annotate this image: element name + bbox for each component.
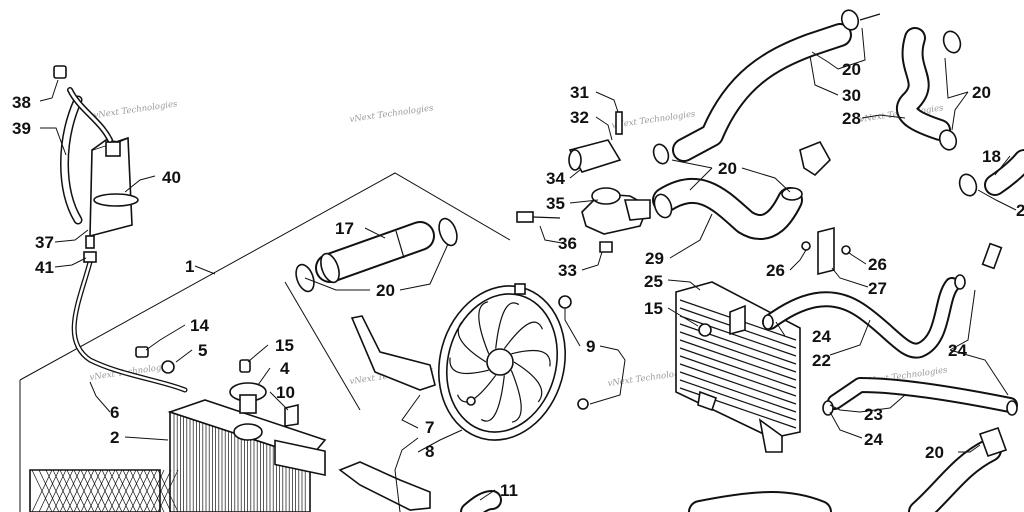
hose-17 (295, 217, 458, 293)
callout-7: 7 (425, 418, 434, 437)
fan-assembly (338, 283, 589, 511)
callout-40: 40 (162, 168, 181, 187)
callout-37: 37 (35, 233, 54, 252)
callout-17: 17 (335, 219, 354, 238)
callout-20-left: 20 (376, 281, 395, 300)
callout-36: 36 (558, 234, 577, 253)
callout-41: 41 (35, 258, 54, 277)
hose-22 (762, 242, 1003, 359)
callout-11: 11 (500, 481, 518, 500)
callout-24-upper: 24 (812, 327, 831, 346)
callout-2-right: 2 (1016, 201, 1024, 220)
radiator (29, 399, 327, 512)
callout-20-bottom: 20 (925, 443, 944, 462)
hose-11 (460, 490, 502, 512)
callout-14: 14 (190, 316, 209, 335)
callout-9: 9 (586, 337, 595, 356)
callout-33: 33 (558, 261, 577, 280)
callout-2: 2 (110, 428, 119, 447)
hose-20-bottom (688, 426, 1008, 512)
callout-32: 32 (570, 108, 589, 127)
hose-30 (672, 9, 881, 162)
callout-15-left: 15 (275, 336, 294, 355)
radiator-cap (229, 359, 299, 441)
callout-labels: 38 39 40 37 41 1 17 20 14 5 15 4 10 6 2 … (12, 60, 1024, 500)
callout-4: 4 (280, 359, 290, 378)
callout-31: 31 (570, 83, 589, 102)
callout-29: 29 (645, 249, 664, 268)
callout-26-left: 26 (766, 261, 785, 280)
callout-1: 1 (185, 257, 194, 276)
hose-28 (896, 27, 962, 151)
callout-34: 34 (546, 169, 565, 188)
hose-23 (822, 377, 1018, 416)
cap-icon (53, 65, 67, 79)
callout-30: 30 (842, 86, 861, 105)
callout-35: 35 (546, 194, 565, 213)
hardware-14-5 (135, 346, 175, 374)
callout-28: 28 (842, 109, 861, 128)
callout-38: 38 (12, 93, 31, 112)
callout-22: 22 (812, 351, 831, 370)
callout-18: 18 (982, 147, 1001, 166)
hose-18 (958, 149, 1024, 197)
watermark: vNext Technologies (93, 99, 179, 121)
callout-5: 5 (198, 341, 207, 360)
callout-23: 23 (864, 405, 883, 424)
callout-8: 8 (425, 442, 434, 461)
assembly-outline (19, 172, 511, 512)
callout-25: 25 (644, 272, 663, 291)
callout-27: 27 (868, 279, 887, 298)
leader-lines (39, 27, 1017, 512)
watermark: vNext Technologies (611, 109, 697, 131)
callout-10: 10 (276, 383, 295, 402)
callout-24-right: 24 (948, 341, 967, 360)
callout-39: 39 (12, 119, 31, 138)
hose-29 (652, 140, 831, 240)
watermark: vNext Technologies (349, 103, 435, 125)
overflow-bottle (53, 65, 188, 393)
callout-6: 6 (110, 403, 119, 422)
callout-20-topright: 20 (972, 83, 991, 102)
callout-26-right: 26 (868, 255, 887, 274)
thermostat-housing (516, 111, 651, 253)
callout-20-mid: 20 (718, 159, 737, 178)
callout-24-lower: 24 (864, 430, 883, 449)
callout-15-right: 15 (644, 299, 663, 318)
callout-20-top: 20 (842, 60, 861, 79)
mount-bracket (801, 226, 851, 276)
